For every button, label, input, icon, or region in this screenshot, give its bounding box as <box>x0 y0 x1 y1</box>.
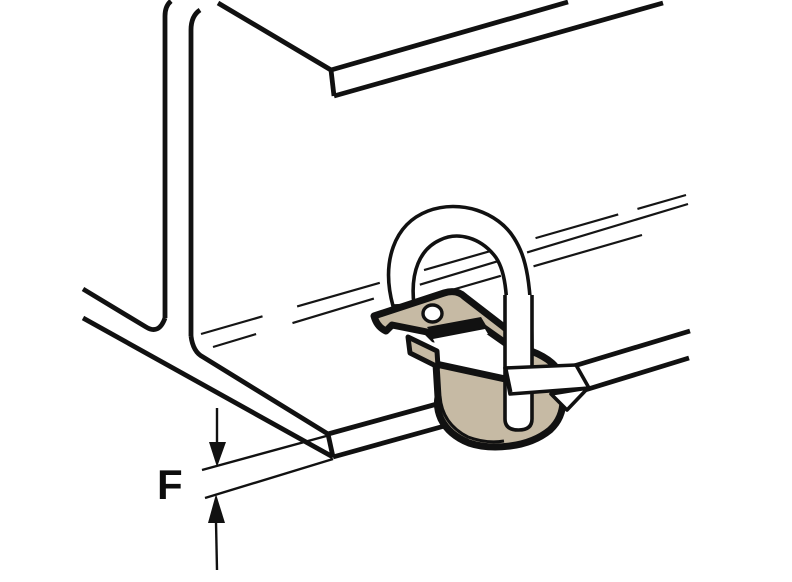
arrow-up-icon <box>208 494 225 523</box>
cable-tie-leg-fill <box>505 295 532 430</box>
bottom-flange-front-top-edge-left <box>327 401 438 437</box>
cable-tie-right-leg <box>503 295 534 432</box>
top-flange-front-edge <box>330 0 569 73</box>
flange-back-edge-lines <box>200 193 689 349</box>
bottom-flange-tip-edge <box>325 433 336 458</box>
clamp-slot-highlight <box>433 329 488 345</box>
top-flange-end-edge <box>216 0 333 73</box>
arrow-down-icon <box>209 442 226 467</box>
web-front-edge <box>188 8 202 336</box>
bottom-flange-front-bottom-edge-right <box>584 355 690 393</box>
back-edge-line <box>423 233 643 300</box>
top-flange-bottom-edge <box>333 0 664 99</box>
dimension-F-callout <box>201 408 334 571</box>
cable-tie-tail-tip <box>549 386 590 412</box>
extension-line-bottom <box>204 457 334 500</box>
i-beam <box>81 0 664 460</box>
back-edge-line <box>212 202 689 349</box>
cable-tie-leg-edges <box>503 295 534 432</box>
dimension-label: F <box>157 461 183 508</box>
bottom-flange-cut-top-right <box>188 335 330 437</box>
top-flange-tip-edge <box>328 69 337 97</box>
web-back-edge <box>162 0 173 318</box>
extension-line-top <box>201 433 331 472</box>
clamp-middle-bend <box>405 334 441 370</box>
clamp-mounting-hole <box>421 303 444 324</box>
clamp-inner-hook-edge <box>438 395 505 444</box>
bottom-flange-front-top-edge-right <box>563 328 691 372</box>
bottom-flange-front-bottom-edge-left <box>332 422 449 460</box>
bottom-flange-cut-underside <box>81 315 335 460</box>
dimension-stem-bottom <box>214 521 219 571</box>
bottom-flange-cut-top-left <box>81 286 168 332</box>
cable-tie-tail <box>503 363 591 412</box>
cable-tie-bend-line <box>504 367 513 393</box>
clamp-strap-slot <box>427 317 487 338</box>
back-edge-line <box>200 193 687 336</box>
